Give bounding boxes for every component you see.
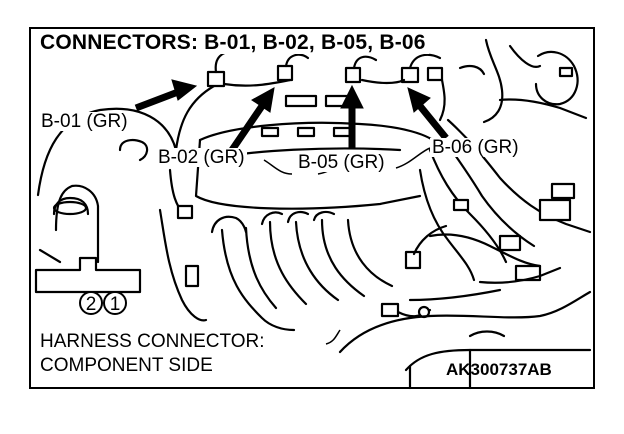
- harness-caption-line2: COMPONENT SIDE: [40, 355, 213, 376]
- figure-border: [29, 27, 595, 389]
- label-b06: B-06 (GR): [430, 137, 521, 158]
- arrow-b06: [417, 103, 449, 141]
- label-b01: B-01 (GR): [39, 111, 130, 132]
- pointer-arrows: [134, 79, 449, 152]
- arrow-b01-head: [171, 79, 198, 101]
- diagram-title: CONNECTORS: B-01, B-02, B-05, B-06: [37, 31, 429, 54]
- arrow-b01: [134, 88, 180, 112]
- engine-line-art: [34, 38, 592, 390]
- arrow-b05-head: [340, 84, 364, 109]
- pin-1-label: 1: [110, 294, 121, 315]
- harness-caption: HARNESS CONNECTOR: COMPONENT SIDE: [38, 330, 267, 378]
- label-b02: B-02 (GR): [156, 147, 247, 168]
- figure-code: AK300737AB: [446, 360, 552, 379]
- pin-2-circle: [79, 291, 103, 315]
- arrow-b06-head: [407, 87, 431, 113]
- label-b05: B-05 (GR): [296, 152, 387, 173]
- connector-pins: 2 1: [79, 291, 127, 315]
- arrow-b02: [229, 104, 265, 152]
- harness-caption-line1: HARNESS CONNECTOR:: [40, 331, 265, 352]
- pin-1-circle: [103, 291, 127, 315]
- pin-2-label: 2: [86, 294, 97, 315]
- arrow-b02-head: [251, 87, 275, 113]
